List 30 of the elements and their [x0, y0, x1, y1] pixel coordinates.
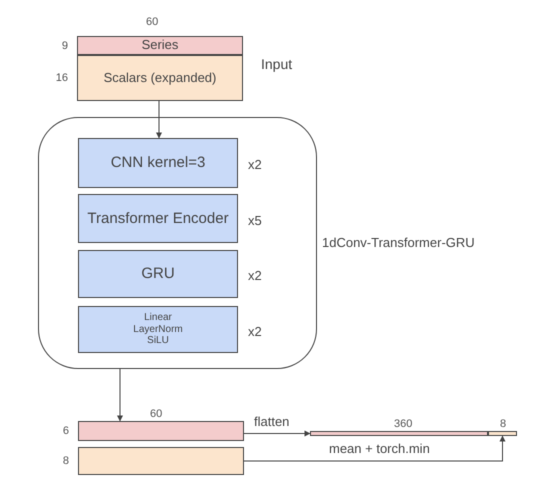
group-title: 1dConv-Transformer-GRU: [322, 236, 475, 251]
dimension-label: 9: [62, 40, 68, 52]
dimension-label: 16: [56, 72, 68, 84]
scalar-bar: [488, 431, 517, 436]
dimension-label: 60: [146, 16, 158, 28]
repeat-count: x2: [248, 324, 262, 338]
dimension-label: 6: [62, 425, 69, 437]
repeat-count: x5: [248, 212, 262, 228]
edge-label: mean + torch.min: [329, 441, 430, 456]
dimension-label: 8: [62, 455, 69, 467]
layer-label: LayerNorm: [133, 324, 183, 336]
section-label: Input: [261, 56, 292, 72]
layer-label: CNN kernel=3: [110, 154, 206, 172]
repeat-count: x2: [248, 268, 262, 283]
layer-label: Transformer Encoder: [87, 210, 229, 228]
dimension-label: 8: [500, 418, 506, 430]
layer-label: Series: [142, 38, 178, 53]
flattened-bar: [310, 431, 488, 436]
dimension-label: 360: [394, 418, 412, 430]
edge-label: flatten: [254, 414, 290, 429]
repeat-count: x2: [248, 157, 262, 172]
arrow: [244, 436, 506, 462]
dimension-label: 60: [150, 408, 162, 420]
layer-label: GRU: [141, 265, 175, 283]
layer-label: SiLU: [147, 335, 169, 347]
arrow: [117, 368, 123, 422]
layer-label: Linear: [144, 312, 172, 324]
arrow: [156, 100, 162, 138]
arrow: [244, 430, 310, 436]
layer-label: Scalars (expanded): [104, 70, 216, 86]
